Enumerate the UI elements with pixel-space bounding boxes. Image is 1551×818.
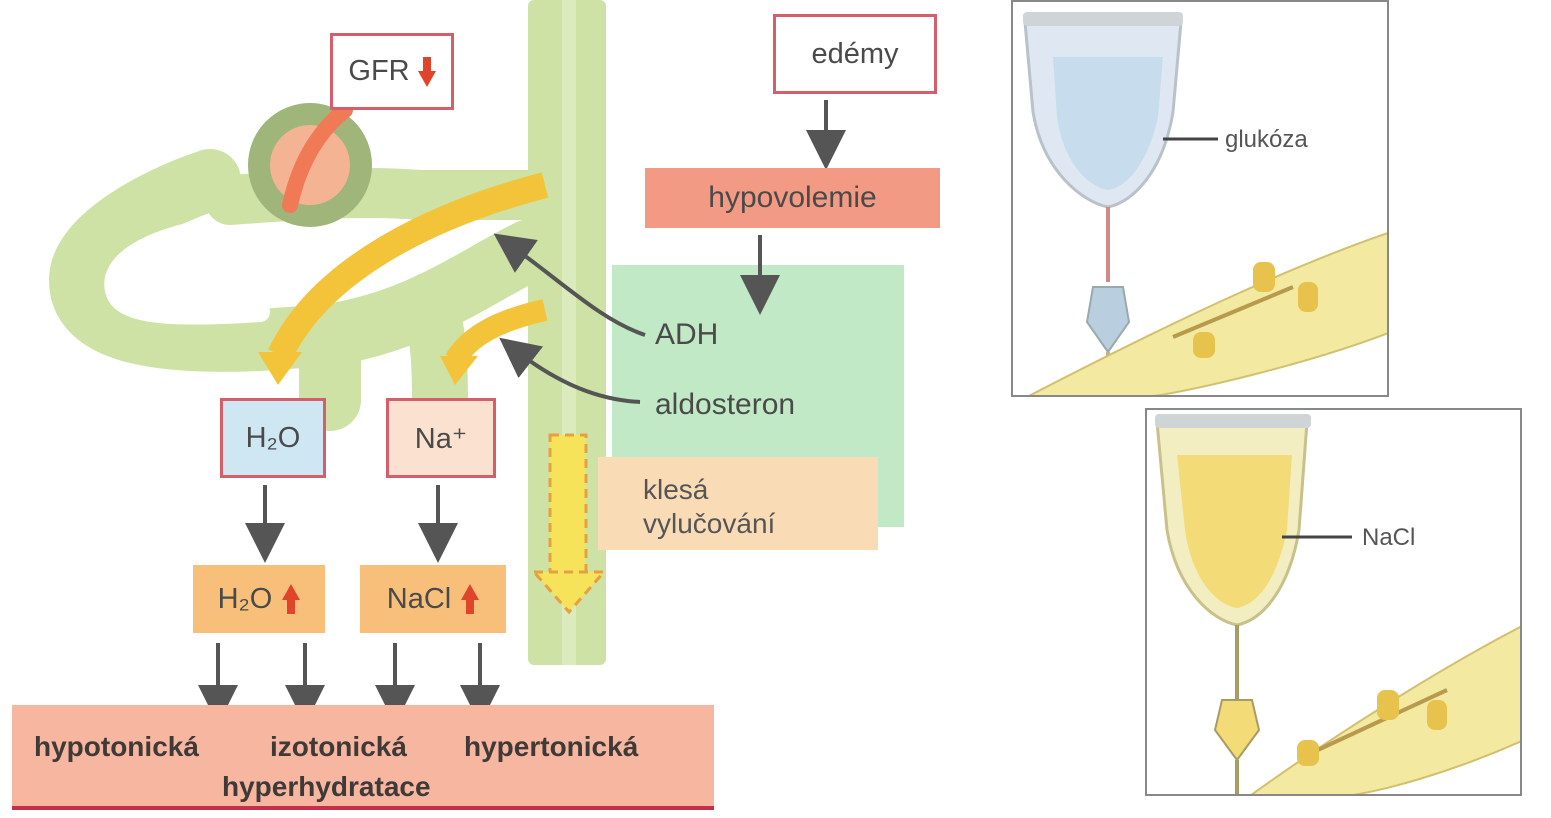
excretion-line-1: klesá (643, 473, 878, 507)
edemy-box: edémy (773, 14, 937, 94)
gfr-box: GFR (330, 33, 454, 110)
na-box: Na⁺ (386, 398, 496, 478)
hypovolemie-box: hypovolemie (645, 168, 940, 228)
na-box-label: Na⁺ (415, 421, 467, 456)
adh-label: ADH (655, 318, 718, 352)
saline-infusion-panel: NaCl (1145, 408, 1522, 796)
gfr-label: GFR (348, 55, 409, 88)
down-arrow-icon (418, 57, 436, 87)
hypotonicka-label: hypotonická (34, 731, 199, 763)
edemy-label: edémy (811, 38, 898, 71)
glucose-infusion-illustration (1013, 2, 1389, 397)
hypertonicka-label: hypertonická (464, 731, 638, 763)
nacl-increase-box: NaCl (360, 565, 506, 633)
h2o-box: H₂O (220, 398, 326, 478)
up-arrow-icon (282, 584, 300, 614)
h2o-increase-box: H₂O (193, 565, 325, 633)
hyperhydratace-label: hyperhydratace (222, 771, 431, 803)
up-arrow-icon (461, 584, 479, 614)
hypovolemie-label: hypovolemie (708, 181, 876, 215)
h2o-box-label: H₂O (246, 422, 301, 455)
excretion-note: klesá vylučování (598, 457, 878, 550)
nacl-label: NaCl (1362, 524, 1415, 552)
glucose-infusion-panel: glukóza (1011, 0, 1389, 397)
saline-infusion-illustration (1147, 410, 1522, 796)
kidney-diagram (0, 0, 1000, 818)
excretion-line-2: vylučování (643, 507, 878, 541)
glucose-label: glukóza (1225, 126, 1308, 154)
h2o-increase-label: H₂O (218, 583, 273, 616)
izotonicka-label: izotonická (270, 731, 407, 763)
excretion-arrow (550, 435, 586, 575)
nacl-increase-label: NaCl (387, 583, 451, 616)
hyperhydratace-panel: hypotonická izotonická hypertonická hype… (12, 705, 714, 810)
aldosteron-label: aldosteron (655, 388, 795, 422)
